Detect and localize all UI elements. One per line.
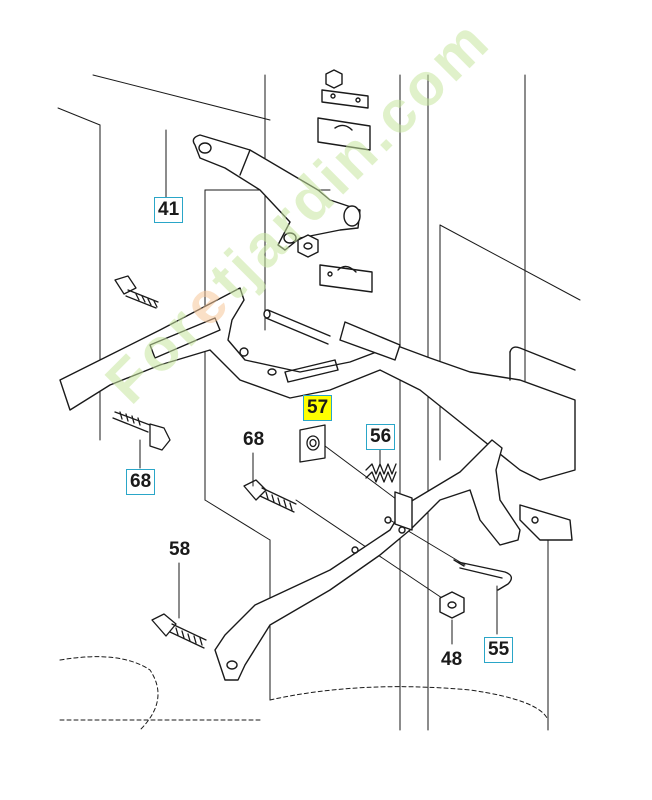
clamp-stack <box>317 69 373 293</box>
upper-bracket-part <box>192 134 361 251</box>
callout-68-right: 68 <box>243 429 265 450</box>
pin-rod <box>263 309 331 345</box>
bolt-68-right <box>243 479 297 513</box>
callout-68-left: 68 <box>126 469 156 495</box>
callout-58: 58 <box>169 539 191 560</box>
callout-48: 48 <box>441 649 463 670</box>
callout-57: 57 <box>303 395 333 421</box>
bolt-58 <box>151 613 207 649</box>
spring-56 <box>365 463 397 483</box>
callout-55: 55 <box>484 637 514 663</box>
callout-41: 41 <box>154 197 184 223</box>
rod-55 <box>453 559 513 591</box>
nut-upper <box>297 234 319 258</box>
callout-leaders <box>139 129 498 645</box>
bolt-upper-left <box>114 275 159 309</box>
bolt-68-left <box>112 411 171 451</box>
deck-outline <box>59 656 549 731</box>
lower-arm <box>214 439 521 681</box>
nut-48 <box>439 591 465 619</box>
main-arm <box>59 287 576 541</box>
washer-57 <box>299 424 326 463</box>
callout-56: 56 <box>366 424 396 450</box>
